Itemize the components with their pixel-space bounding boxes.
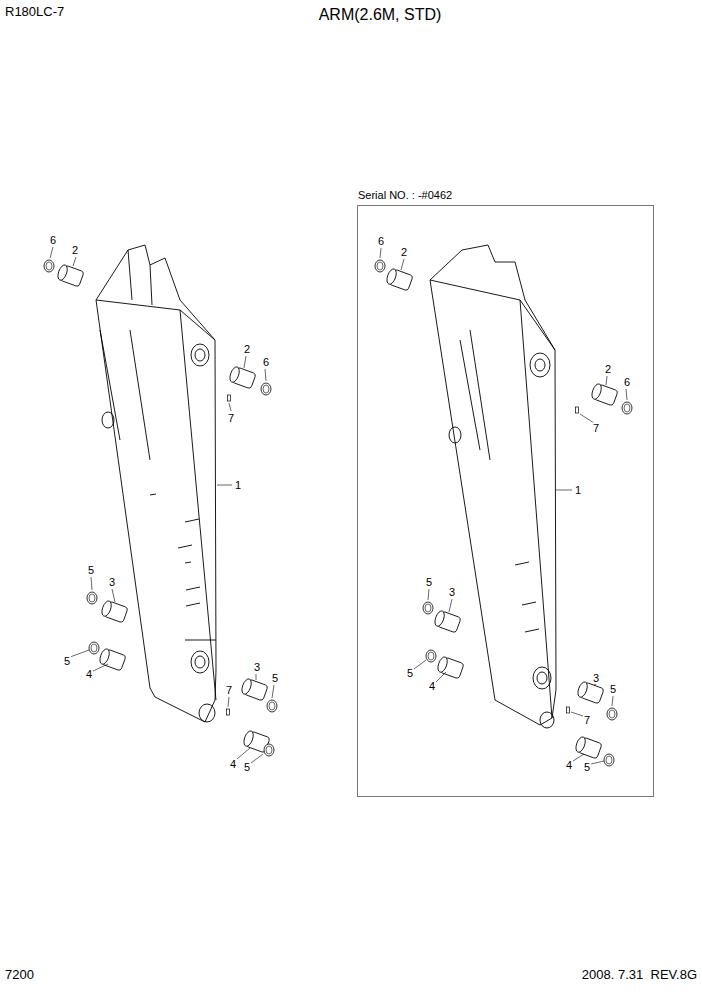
callout-number: 6: [377, 236, 385, 247]
serial-range-box: Serial NO. : -#0462: [357, 205, 654, 797]
callout-number: 2: [243, 344, 251, 355]
callout-number: 3: [253, 662, 261, 673]
callout-number: 1: [234, 480, 242, 491]
callout-number: 7: [225, 685, 233, 696]
serial-note: Serial NO. : -#0462: [358, 189, 452, 201]
page-footer: 7200: [5, 968, 34, 981]
callout-number: 4: [565, 760, 573, 771]
callout-number: 5: [609, 684, 617, 695]
callout-number: 7: [583, 715, 591, 726]
callout-number: 4: [428, 681, 436, 692]
callout-number: 5: [271, 673, 279, 684]
page-footer: 2008. 7.31 REV.8G: [582, 968, 697, 981]
callout-number: 4: [85, 669, 93, 680]
callout-number: 5: [406, 668, 414, 679]
callout-number: 7: [227, 413, 235, 424]
callout-number: 7: [592, 423, 600, 434]
model-name: R180LC-7: [5, 5, 64, 18]
callout-number: 2: [604, 364, 612, 375]
diagram-title: ARM(2.6M, STD): [319, 7, 442, 23]
callout-number: 3: [448, 587, 456, 598]
callout-number: 5: [243, 762, 251, 773]
callout-number: 4: [229, 759, 237, 770]
callout-number: 6: [49, 235, 57, 246]
callout-number: 2: [400, 247, 408, 258]
callout-number: 5: [87, 565, 95, 576]
callout-number: 6: [262, 357, 270, 368]
callout-number: 1: [574, 485, 582, 496]
callout-number: 5: [425, 577, 433, 588]
callout-number: 3: [592, 673, 600, 684]
callout-number: 5: [63, 656, 71, 667]
callout-number: 2: [71, 245, 79, 256]
callout-number: 6: [623, 377, 631, 388]
callout-number: 5: [583, 762, 591, 773]
callout-number: 3: [108, 577, 116, 588]
